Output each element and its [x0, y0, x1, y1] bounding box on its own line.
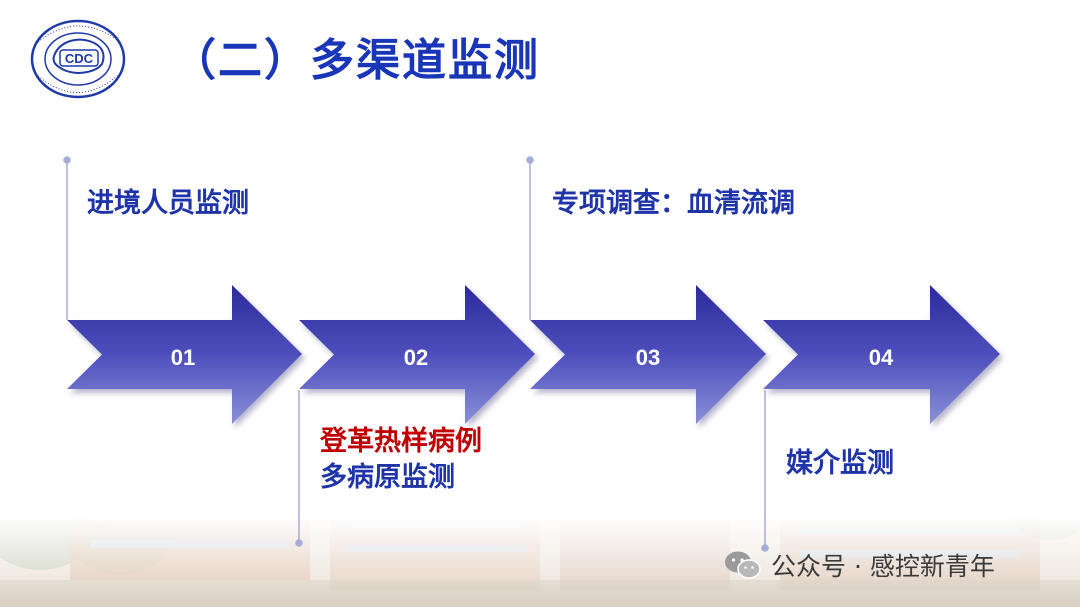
timeline-arrow-3 — [530, 285, 766, 424]
step-number-1: 01 — [171, 345, 195, 370]
step-label-2: 多病原监测 — [320, 462, 455, 493]
step-label-3: 专项调查：血清流调 — [552, 188, 795, 219]
timeline-arrow-4 — [763, 285, 1000, 424]
step-label-2-highlight: 登革热样病例 — [320, 426, 482, 457]
watermark: 公众号 · 感控新青年 — [723, 545, 995, 585]
logo-text: CDC — [65, 51, 94, 66]
step-number-4: 04 — [869, 345, 894, 370]
timeline-arrow-1 — [67, 285, 302, 424]
page-title: （二）多渠道监测 — [172, 35, 540, 86]
timeline-arrow-2 — [299, 285, 535, 424]
step-number-2: 02 — [404, 345, 428, 370]
cdc-logo: CDC — [30, 19, 126, 99]
step-label-1: 进境人员监测 — [87, 188, 249, 219]
step-number-3: 03 — [636, 345, 660, 370]
watermark-text: 公众号 · 感控新青年 — [771, 552, 995, 581]
wechat-icon — [725, 551, 761, 579]
step-label-4: 媒介监测 — [786, 448, 894, 479]
